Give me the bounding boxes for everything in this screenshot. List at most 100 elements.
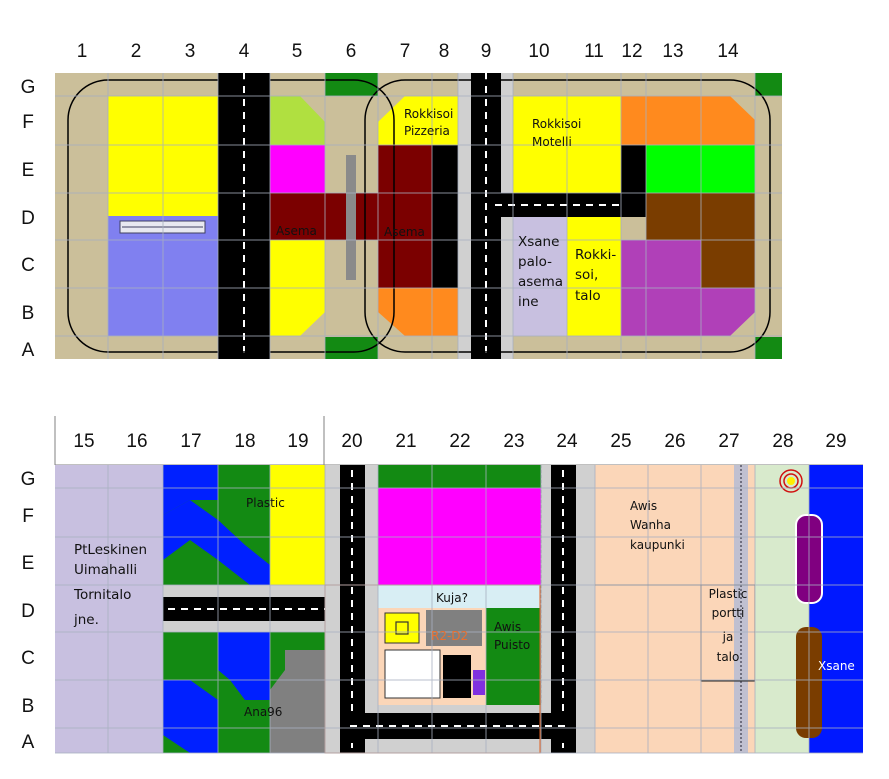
block-lightblue-kuja (378, 585, 541, 608)
white-building (384, 649, 441, 699)
bottom-column-headers: 15 16 17 18 19 20 21 22 23 24 25 26 27 2… (73, 431, 846, 452)
label-rokkisoi-motelli-1: Rokkisoi (532, 117, 581, 131)
label-awis-puisto-2: Puisto (494, 638, 530, 652)
bottom-row-E: E (22, 553, 35, 574)
bottom-col-23: 23 (503, 431, 524, 452)
grass-patch (325, 337, 378, 359)
top-row-G: G (21, 77, 36, 98)
top-grid (55, 73, 782, 359)
top-col-5: 5 (292, 41, 303, 62)
block-peach-awis-wanha (595, 465, 755, 753)
bottom-col-16: 16 (126, 431, 147, 452)
bottom-col-17: 17 (180, 431, 201, 452)
bottom-row-B: B (22, 696, 35, 717)
block-blue-diag-top (163, 500, 270, 585)
bottom-col-24: 24 (556, 431, 578, 452)
label-rokkisoi-talo-1: Rokki- (575, 247, 616, 263)
bottom-col-26: 26 (664, 431, 685, 452)
label-plastic-portti-4: talo (717, 650, 740, 664)
label-xsane: Xsane (818, 659, 855, 673)
label-xsane-2: palo- (518, 254, 552, 270)
label-ptleskinen-4: jne. (73, 612, 99, 628)
top-row-B: B (22, 303, 35, 324)
block-orange-7 (378, 288, 458, 336)
bottom-row-G: G (21, 469, 36, 490)
label-rokkisoi-pizzeria-2: Pizzeria (404, 124, 450, 138)
platform (346, 155, 356, 280)
bottom-row-headers: G F E D C B A (21, 469, 36, 753)
label-rokkisoi-talo-3: talo (575, 288, 601, 304)
bottom-col-15: 15 (73, 431, 94, 452)
bottom-map: 15 16 17 18 19 20 21 22 23 24 25 26 27 2… (21, 416, 863, 754)
block-purple-12 (621, 240, 646, 288)
label-xsane-4: ine (518, 294, 539, 310)
grass-patch (755, 337, 782, 359)
bottom-row-A: A (22, 732, 35, 753)
r2d2-box (426, 610, 482, 646)
road-col8 (432, 145, 458, 288)
block-lime (270, 96, 325, 145)
block-purple-13 (646, 240, 701, 288)
label-rokkisoi-motelli-2: Motelli (532, 135, 572, 149)
top-row-headers: G F E D C B A (21, 77, 36, 361)
grass-patch (755, 73, 782, 96)
label-asema-left: Asema (276, 224, 317, 238)
block-orange-13 (621, 96, 755, 145)
yellow-box (384, 612, 420, 644)
block-magenta (270, 145, 325, 193)
top-col-11: 11 (584, 41, 604, 62)
label-rokkisoi-pizzeria-1: Rokkisoi (404, 107, 453, 121)
label-awis-puisto-1: Awis (494, 620, 521, 634)
label-ptleskinen-1: PtLeskinen (74, 542, 147, 558)
road-col12 (621, 145, 646, 217)
top-row-D: D (21, 208, 35, 229)
block-yellow-pizzeria (378, 96, 458, 145)
label-plastic-portti-2: portti (712, 606, 745, 620)
target-marker (779, 469, 803, 493)
top-map: 1 2 3 4 5 6 7 8 9 10 11 12 13 14 G F E D… (21, 41, 782, 361)
top-column-headers: 1 2 3 4 5 6 7 8 9 10 11 12 13 14 (77, 41, 739, 62)
bottom-col-21: 21 (395, 431, 416, 452)
block-lavender-xsane (513, 217, 567, 336)
top-row-E: E (22, 160, 35, 181)
grass-patch (325, 73, 378, 96)
top-col-10: 10 (528, 41, 549, 62)
track-left (67, 79, 395, 353)
bottom-col-28: 28 (772, 431, 793, 452)
bottom-col-18: 18 (234, 431, 255, 452)
top-col-12: 12 (621, 41, 642, 62)
block-blue-bot (218, 632, 270, 700)
block-yellow-rokkisoi (567, 217, 621, 336)
bottom-col-29: 29 (825, 431, 846, 452)
label-rokkisoi-talo-2: soi, (575, 267, 598, 283)
bottom-row-C: C (21, 648, 35, 669)
label-ana96: Ana96 (244, 705, 282, 719)
block-blue-bot-17 (163, 680, 218, 753)
top-col-8: 8 (439, 41, 450, 62)
bottom-col-27: 27 (718, 431, 739, 452)
top-row-A: A (22, 340, 35, 361)
label-plastic: Plastic (246, 496, 285, 510)
block-maroon-7 (378, 145, 432, 288)
top-col-2: 2 (131, 41, 142, 62)
top-col-4: 4 (239, 41, 250, 62)
label-ptleskinen-3: Tornitalo (73, 587, 131, 603)
block-purple-b (594, 288, 755, 336)
bottom-col-19: 19 (287, 431, 308, 452)
block-yellow-plastic (270, 465, 325, 585)
label-plastic-portti-3: ja (722, 630, 734, 644)
label-awis-wanha-2: Wanha (630, 518, 671, 532)
label-asema-right: Asema (384, 225, 425, 239)
top-col-3: 3 (185, 41, 196, 62)
block-green-g-row (378, 465, 541, 488)
top-col-13: 13 (662, 41, 683, 62)
label-r2d2: R2-D2 (431, 629, 468, 643)
block-green-19 (270, 632, 325, 690)
bottom-row-D: D (21, 601, 35, 622)
label-xsane-1: Xsane (518, 234, 559, 250)
top-col-9: 9 (481, 41, 492, 62)
label-plastic-portti-1: Plastic (709, 587, 748, 601)
top-col-14: 14 (717, 41, 739, 62)
top-col-6: 6 (346, 41, 357, 62)
